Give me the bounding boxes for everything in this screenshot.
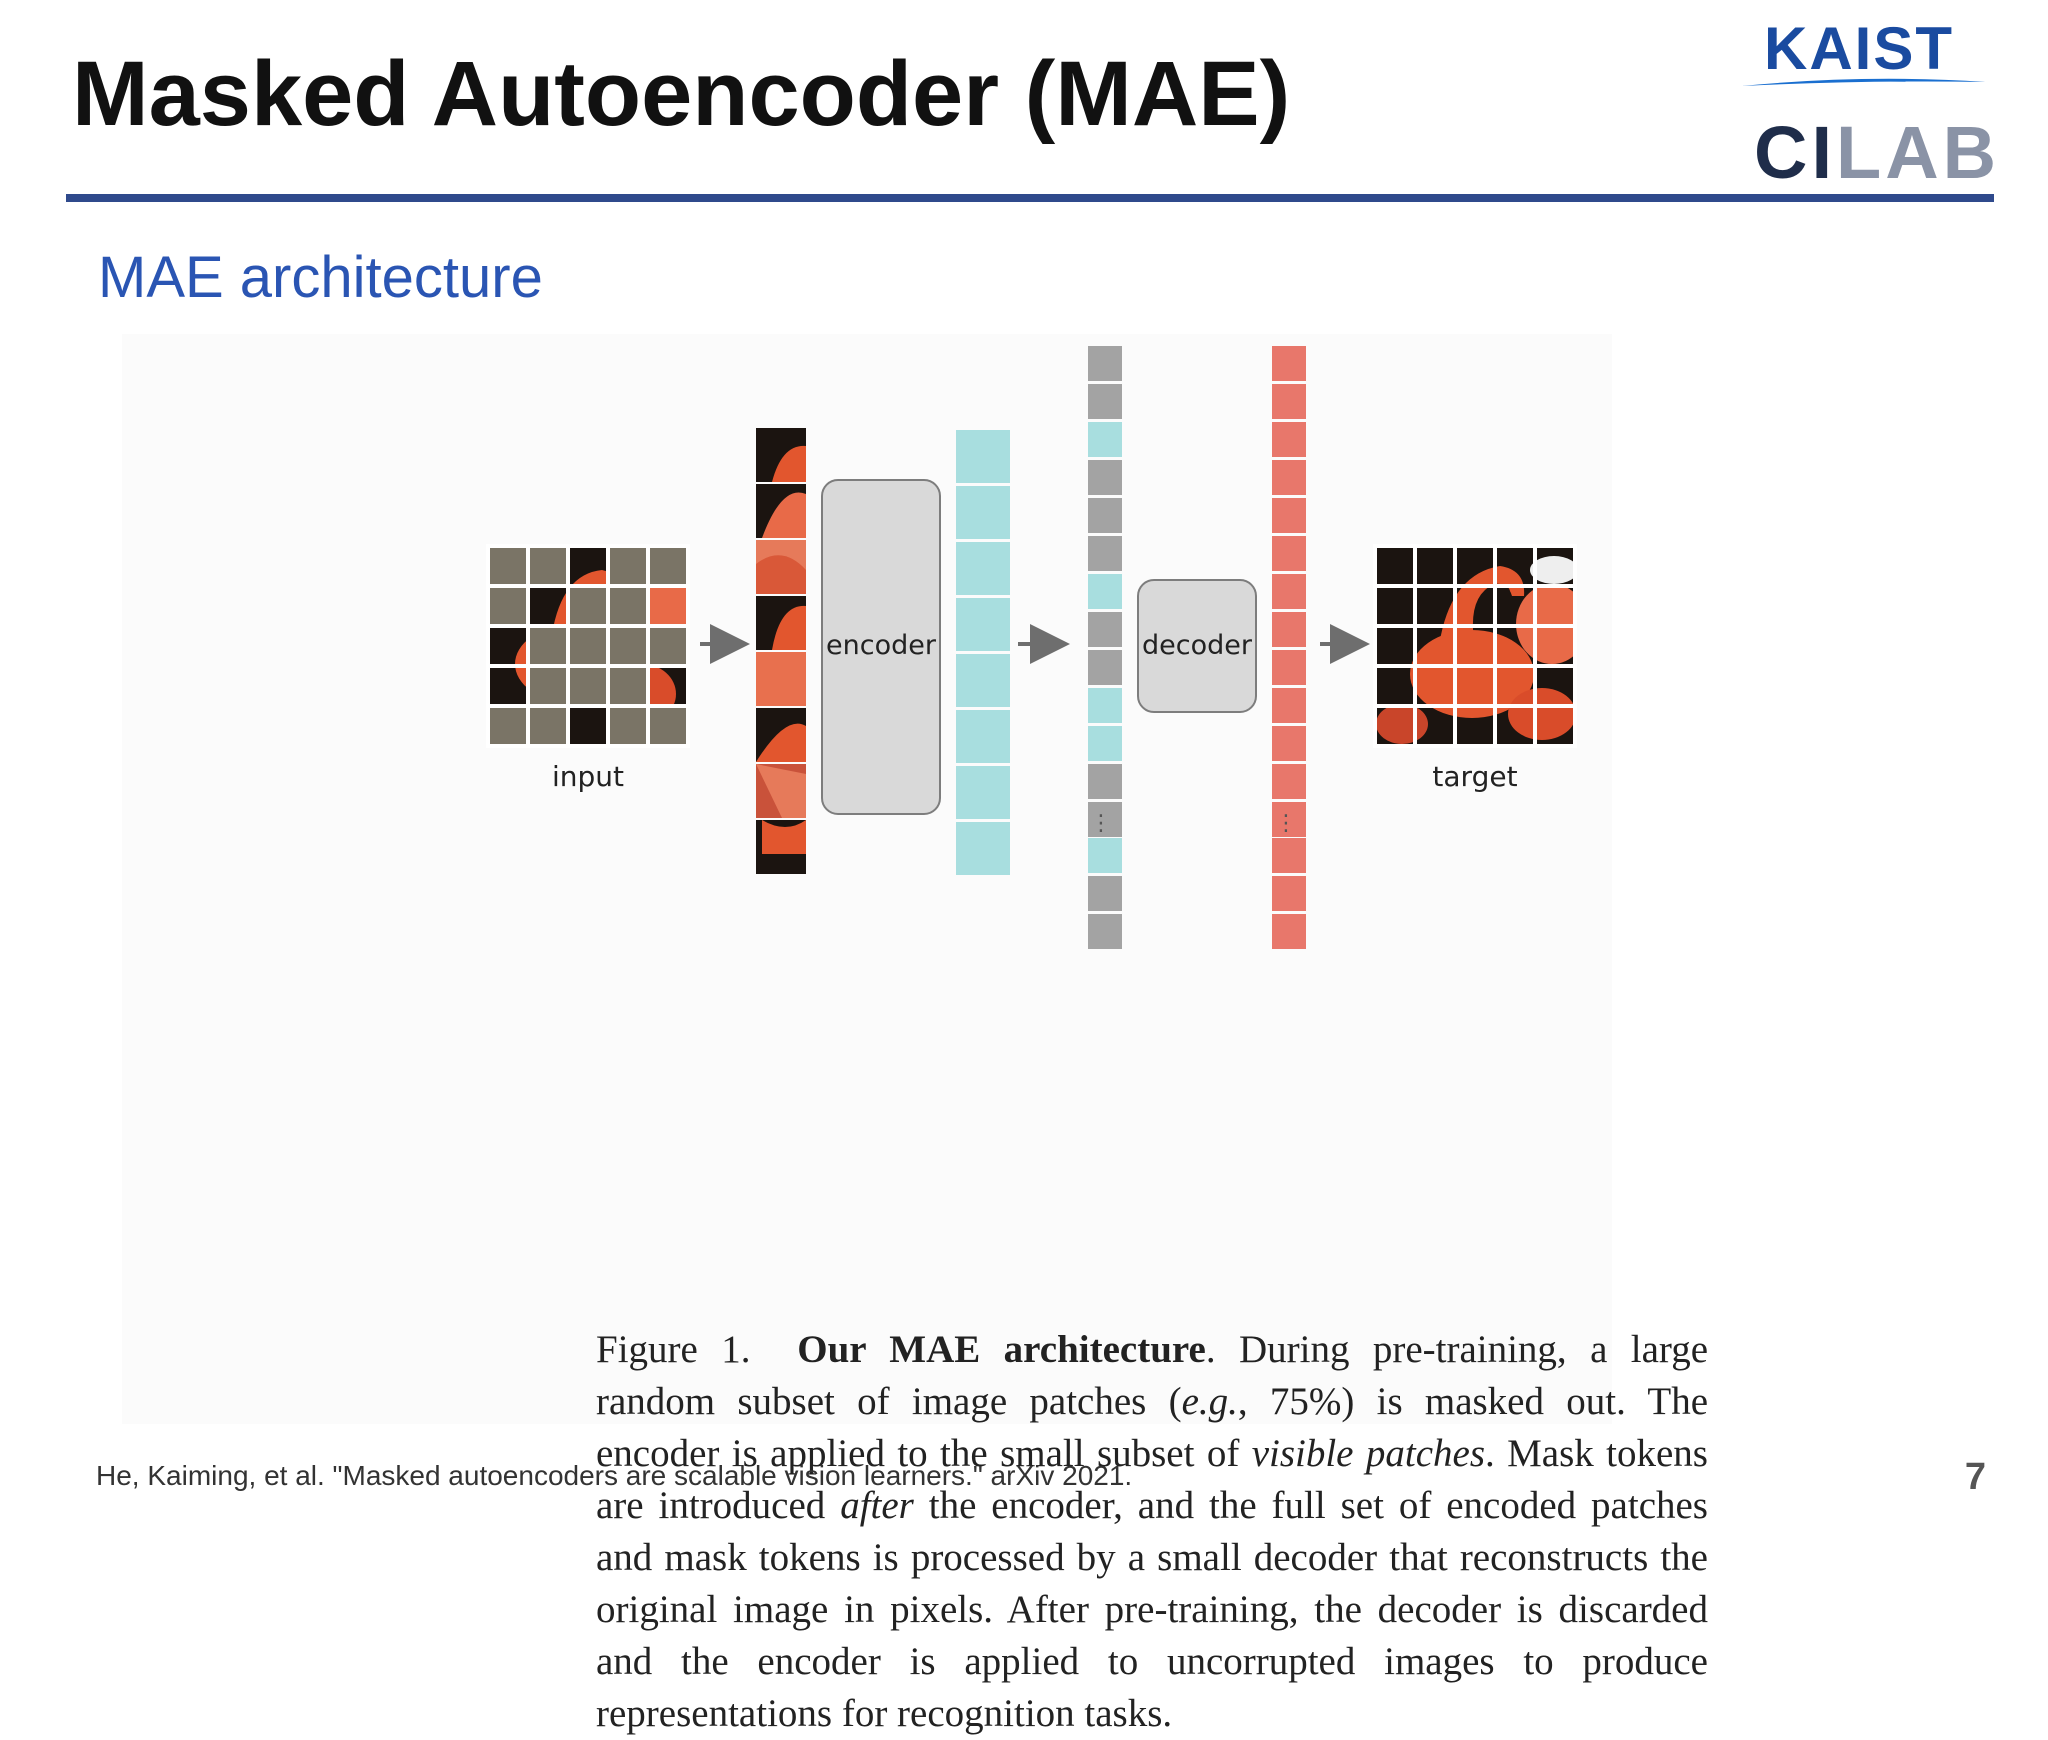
mask-token (1088, 536, 1122, 571)
visible-token (1088, 574, 1122, 609)
encoded-token (956, 766, 1010, 819)
output-token (1272, 422, 1306, 457)
mask-token (1088, 650, 1122, 685)
visible-token (1088, 726, 1122, 761)
encoded-token (956, 710, 1010, 763)
masked-patch (488, 546, 528, 586)
output-token-column (1272, 346, 1306, 949)
masked-patch (528, 666, 568, 706)
encoded-token (956, 486, 1010, 539)
input-label: input (552, 760, 624, 793)
masked-patch (568, 626, 608, 666)
output-token (1272, 876, 1306, 911)
encoder-block (821, 479, 941, 815)
title-divider (66, 194, 1994, 202)
visible-token (1088, 838, 1122, 873)
output-token (1272, 346, 1306, 381)
encoded-token (956, 654, 1010, 707)
mask-token (1088, 764, 1122, 799)
visible-token (1088, 688, 1122, 723)
caption-text-2: , 75%) is masked out. The encoder is app… (596, 1380, 1709, 1475)
input-mask-grid (488, 546, 688, 746)
visible-patches-column (756, 428, 806, 874)
decoder-block (1137, 579, 1257, 713)
mask-token (1088, 802, 1122, 837)
logo-kaist-text: KAIST (1764, 15, 1954, 82)
masked-patch (608, 706, 648, 746)
caption-text-3: . Mask tokens are introduced (596, 1432, 1708, 1527)
target-image (1373, 544, 1577, 748)
output-token (1272, 650, 1306, 685)
slide-title: Masked Autoencoder (MAE) (72, 43, 1291, 145)
output-token (1272, 726, 1306, 761)
output-token (1272, 914, 1306, 949)
mae-architecture-diagram: input encoder ⋮ (486, 346, 1577, 949)
target-grid-lines (1373, 544, 1577, 748)
input-grid-lines (486, 544, 690, 748)
full-token-sequence (1088, 346, 1122, 949)
output-token (1272, 574, 1306, 609)
caption-italic-3: after (840, 1484, 914, 1527)
visible-token (1088, 422, 1122, 457)
masked-patch (488, 706, 528, 746)
masked-patch (528, 546, 568, 586)
output-token (1272, 764, 1306, 799)
caption-bold: Our MAE architecture (797, 1328, 1206, 1371)
caption-italic-1: e.g. (1181, 1380, 1238, 1423)
logo-cilab-text: CILAB (1754, 110, 2000, 195)
mask-token (1088, 612, 1122, 647)
output-token (1272, 802, 1306, 837)
masked-patch (648, 626, 688, 666)
output-ellipsis: ⋮ (1275, 811, 1297, 836)
masked-patch (528, 626, 568, 666)
kaist-cilab-logo: KAIST CILAB (1740, 14, 1996, 194)
mask-token (1088, 384, 1122, 419)
caption-text-1: . During pre-training, a large random su… (596, 1328, 1709, 1423)
masked-patch (488, 586, 528, 626)
decoder-label: decoder (1142, 630, 1253, 661)
encoded-tokens-column (956, 430, 1010, 875)
mask-token (1088, 460, 1122, 495)
encoded-token (956, 430, 1010, 483)
output-token (1272, 688, 1306, 723)
masked-patch (608, 666, 648, 706)
output-token (1272, 536, 1306, 571)
mask-token (1088, 914, 1122, 949)
encoded-token (956, 822, 1010, 875)
encoder-label: encoder (826, 630, 937, 661)
masked-patch (608, 546, 648, 586)
output-token (1272, 612, 1306, 647)
mask-token (1088, 876, 1122, 911)
figure-panel: input encoder ⋮ (122, 334, 1708, 1735)
caption-italic-2: visible patches (1251, 1432, 1485, 1475)
output-token (1272, 384, 1306, 419)
page-number: 7 (1964, 1456, 1986, 1498)
mask-token (1088, 346, 1122, 381)
mask-token (1088, 498, 1122, 533)
logo-ci: CI (1754, 111, 1836, 194)
encoded-token (956, 598, 1010, 651)
logo-swoosh-icon (1742, 78, 1986, 86)
section-subtitle: MAE architecture (98, 245, 543, 310)
masked-patch (648, 706, 688, 746)
masked-patch (528, 706, 568, 746)
input-image (486, 544, 690, 748)
encoded-token (956, 542, 1010, 595)
caption-lead: Figure 1. (596, 1328, 751, 1371)
target-label: target (1432, 760, 1517, 793)
masked-patch (608, 586, 648, 626)
masked-patch (568, 586, 608, 626)
output-token (1272, 838, 1306, 873)
output-token (1272, 460, 1306, 495)
citation: He, Kaiming, et al. "Masked autoencoders… (96, 1460, 1133, 1491)
masked-patch (568, 666, 608, 706)
masked-patch (648, 546, 688, 586)
output-token (1272, 498, 1306, 533)
masked-patch (608, 626, 648, 666)
logo-lab: LAB (1836, 111, 2001, 194)
token-ellipsis: ⋮ (1090, 811, 1112, 836)
figure-caption: Figure 1. Our MAE architecture. During p… (596, 1324, 1708, 1740)
